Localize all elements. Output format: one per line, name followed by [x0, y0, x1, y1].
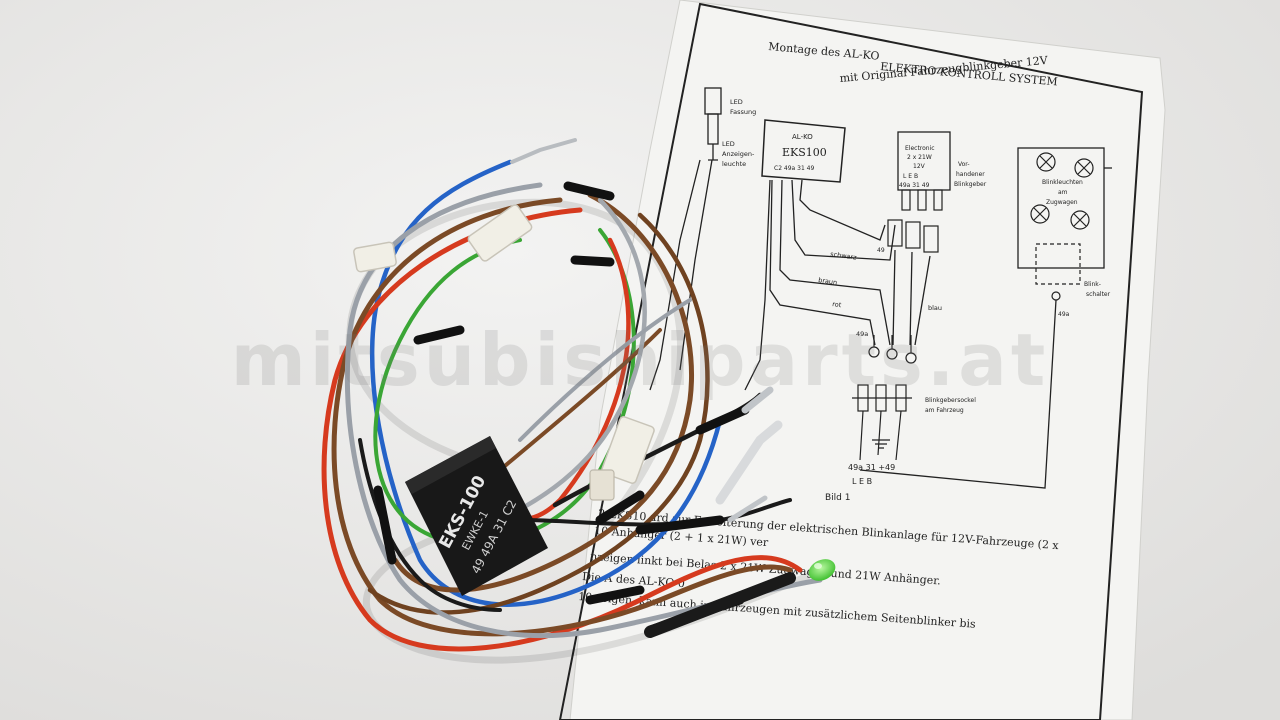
blinkleuchten-2: am: [1058, 189, 1068, 196]
electronic-label-1: Electronic: [905, 145, 935, 152]
eks100-box-model: EKS100: [782, 146, 827, 159]
eks100-box-brand: AL-KO: [792, 133, 813, 141]
electronic-pins-letters: L E B: [903, 173, 918, 180]
clear-sleeve-terminal: [715, 420, 783, 505]
blinkschalter-box: [1035, 243, 1081, 285]
black-wire-3: [358, 438, 502, 612]
pin-49a-right: 49a: [1058, 311, 1070, 318]
wire-label-blau: blau: [928, 304, 942, 312]
bottom-letters: L E B: [852, 477, 872, 486]
pin-49a-label: 49a: [856, 330, 868, 338]
spade-terminal-2: [727, 495, 768, 523]
white-connector-2: [353, 241, 397, 273]
green-led: [808, 559, 836, 581]
vorhandener-3: Blinkgeber: [954, 181, 987, 188]
label-led-fassung-2: Fassung: [730, 108, 756, 116]
brown-wire-4: [498, 328, 662, 472]
label-led-anzeige-1: LED: [722, 140, 735, 148]
eks100-module: EKS-100 EWKE-1 49 49A 31 C2: [405, 436, 548, 596]
wiring-harness: [321, 138, 823, 664]
eks100-box: [761, 119, 846, 183]
figure-caption: Bild 1: [825, 493, 850, 503]
electronic-pins: [901, 189, 943, 211]
vorhandener-1: Vor-: [958, 161, 970, 168]
shrink-sleeves: [373, 181, 750, 635]
white-connector-4: [589, 469, 615, 501]
white-connector-1: [467, 204, 533, 262]
brown-wire-3: [367, 212, 710, 615]
wire-label-schwarz: schwarz: [830, 250, 858, 262]
red-wire: [321, 207, 803, 652]
blinkleuchten-3: Zugwagen: [1046, 199, 1078, 206]
instruction-sheet: Montage des AL-KO ELEKTRO KONTROLL SYSTE…: [558, 0, 1166, 720]
grey-wire-2: [497, 197, 647, 523]
sockel-2: am Fahrzeug: [925, 407, 964, 414]
label-led-fassung-1: LED: [730, 98, 743, 106]
plug-connectors: [887, 219, 939, 253]
pin-49-label: 49: [877, 247, 885, 254]
eks100-box-pins: C2 49a 31 49: [774, 165, 814, 172]
blinker-lamps: [1030, 152, 1094, 230]
blinkschalter-1: Blink-: [1084, 281, 1101, 288]
spade-terminal-top: [510, 138, 577, 164]
spade-terminal-1: [741, 386, 774, 414]
wire-label-rot: rot: [832, 300, 843, 309]
sockel-1: Blinkgebersockel: [925, 397, 976, 404]
wire-label-braun: braun: [818, 276, 838, 287]
electronic-pins-numbers: 49a 31 49: [899, 182, 930, 189]
bottom-pins: 49a 31 +49: [848, 463, 895, 472]
flasher-socket: [852, 384, 912, 461]
diagram-wiring: [649, 159, 1112, 489]
green-wire: [373, 228, 636, 546]
blinkschalter-2: schalter: [1086, 291, 1111, 298]
electronic-label-3: 12V: [913, 163, 926, 170]
led-shrink-tube: [644, 572, 796, 638]
white-connector-3: [601, 416, 655, 484]
vorhandener-2: handener: [956, 171, 985, 178]
label-led-anzeige-3: leuchte: [722, 160, 746, 168]
label-led-anzeige-2: Anzeigen-: [722, 150, 755, 158]
led-socket-symbol: [704, 87, 722, 161]
ring-terminals: [868, 335, 917, 364]
grey-wire-3: [518, 298, 692, 442]
blinkleuchten-1: Blinkleuchten: [1042, 179, 1083, 186]
brown-wire-1: [331, 197, 793, 637]
electronic-label-2: 2 x 21W: [907, 154, 932, 161]
lamp-box: [1017, 147, 1105, 269]
